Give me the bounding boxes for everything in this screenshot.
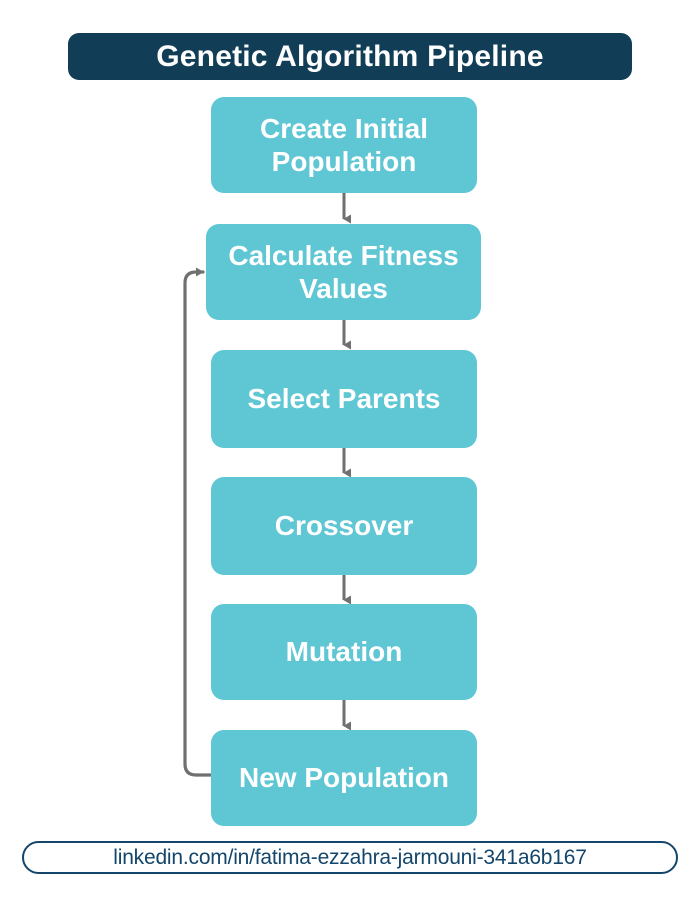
page-title-banner: Genetic Algorithm Pipeline [68,33,632,80]
node-label: Crossover [274,510,414,542]
page-title: Genetic Algorithm Pipeline [156,39,544,73]
node-create-initial-population[interactable]: Create Initial Population [211,97,477,193]
node-crossover[interactable]: Crossover [211,477,477,575]
node-label: Calculate Fitness Values [228,239,459,304]
node-mutation[interactable]: Mutation [211,604,477,700]
node-label: Create Initial Population [259,112,429,177]
node-label: New Population [239,762,449,794]
footer-linkedin-url: linkedin.com/in/fatima-ezzahra-jarmouni-… [113,846,587,869]
node-select-parents[interactable]: Select Parents [211,350,477,448]
node-label: Select Parents [247,383,441,415]
footer-link-pill[interactable]: linkedin.com/in/fatima-ezzahra-jarmouni-… [22,841,678,874]
node-label: Mutation [285,636,403,668]
node-new-population[interactable]: New Population [211,730,477,826]
node-calculate-fitness-values[interactable]: Calculate Fitness Values [206,224,481,320]
